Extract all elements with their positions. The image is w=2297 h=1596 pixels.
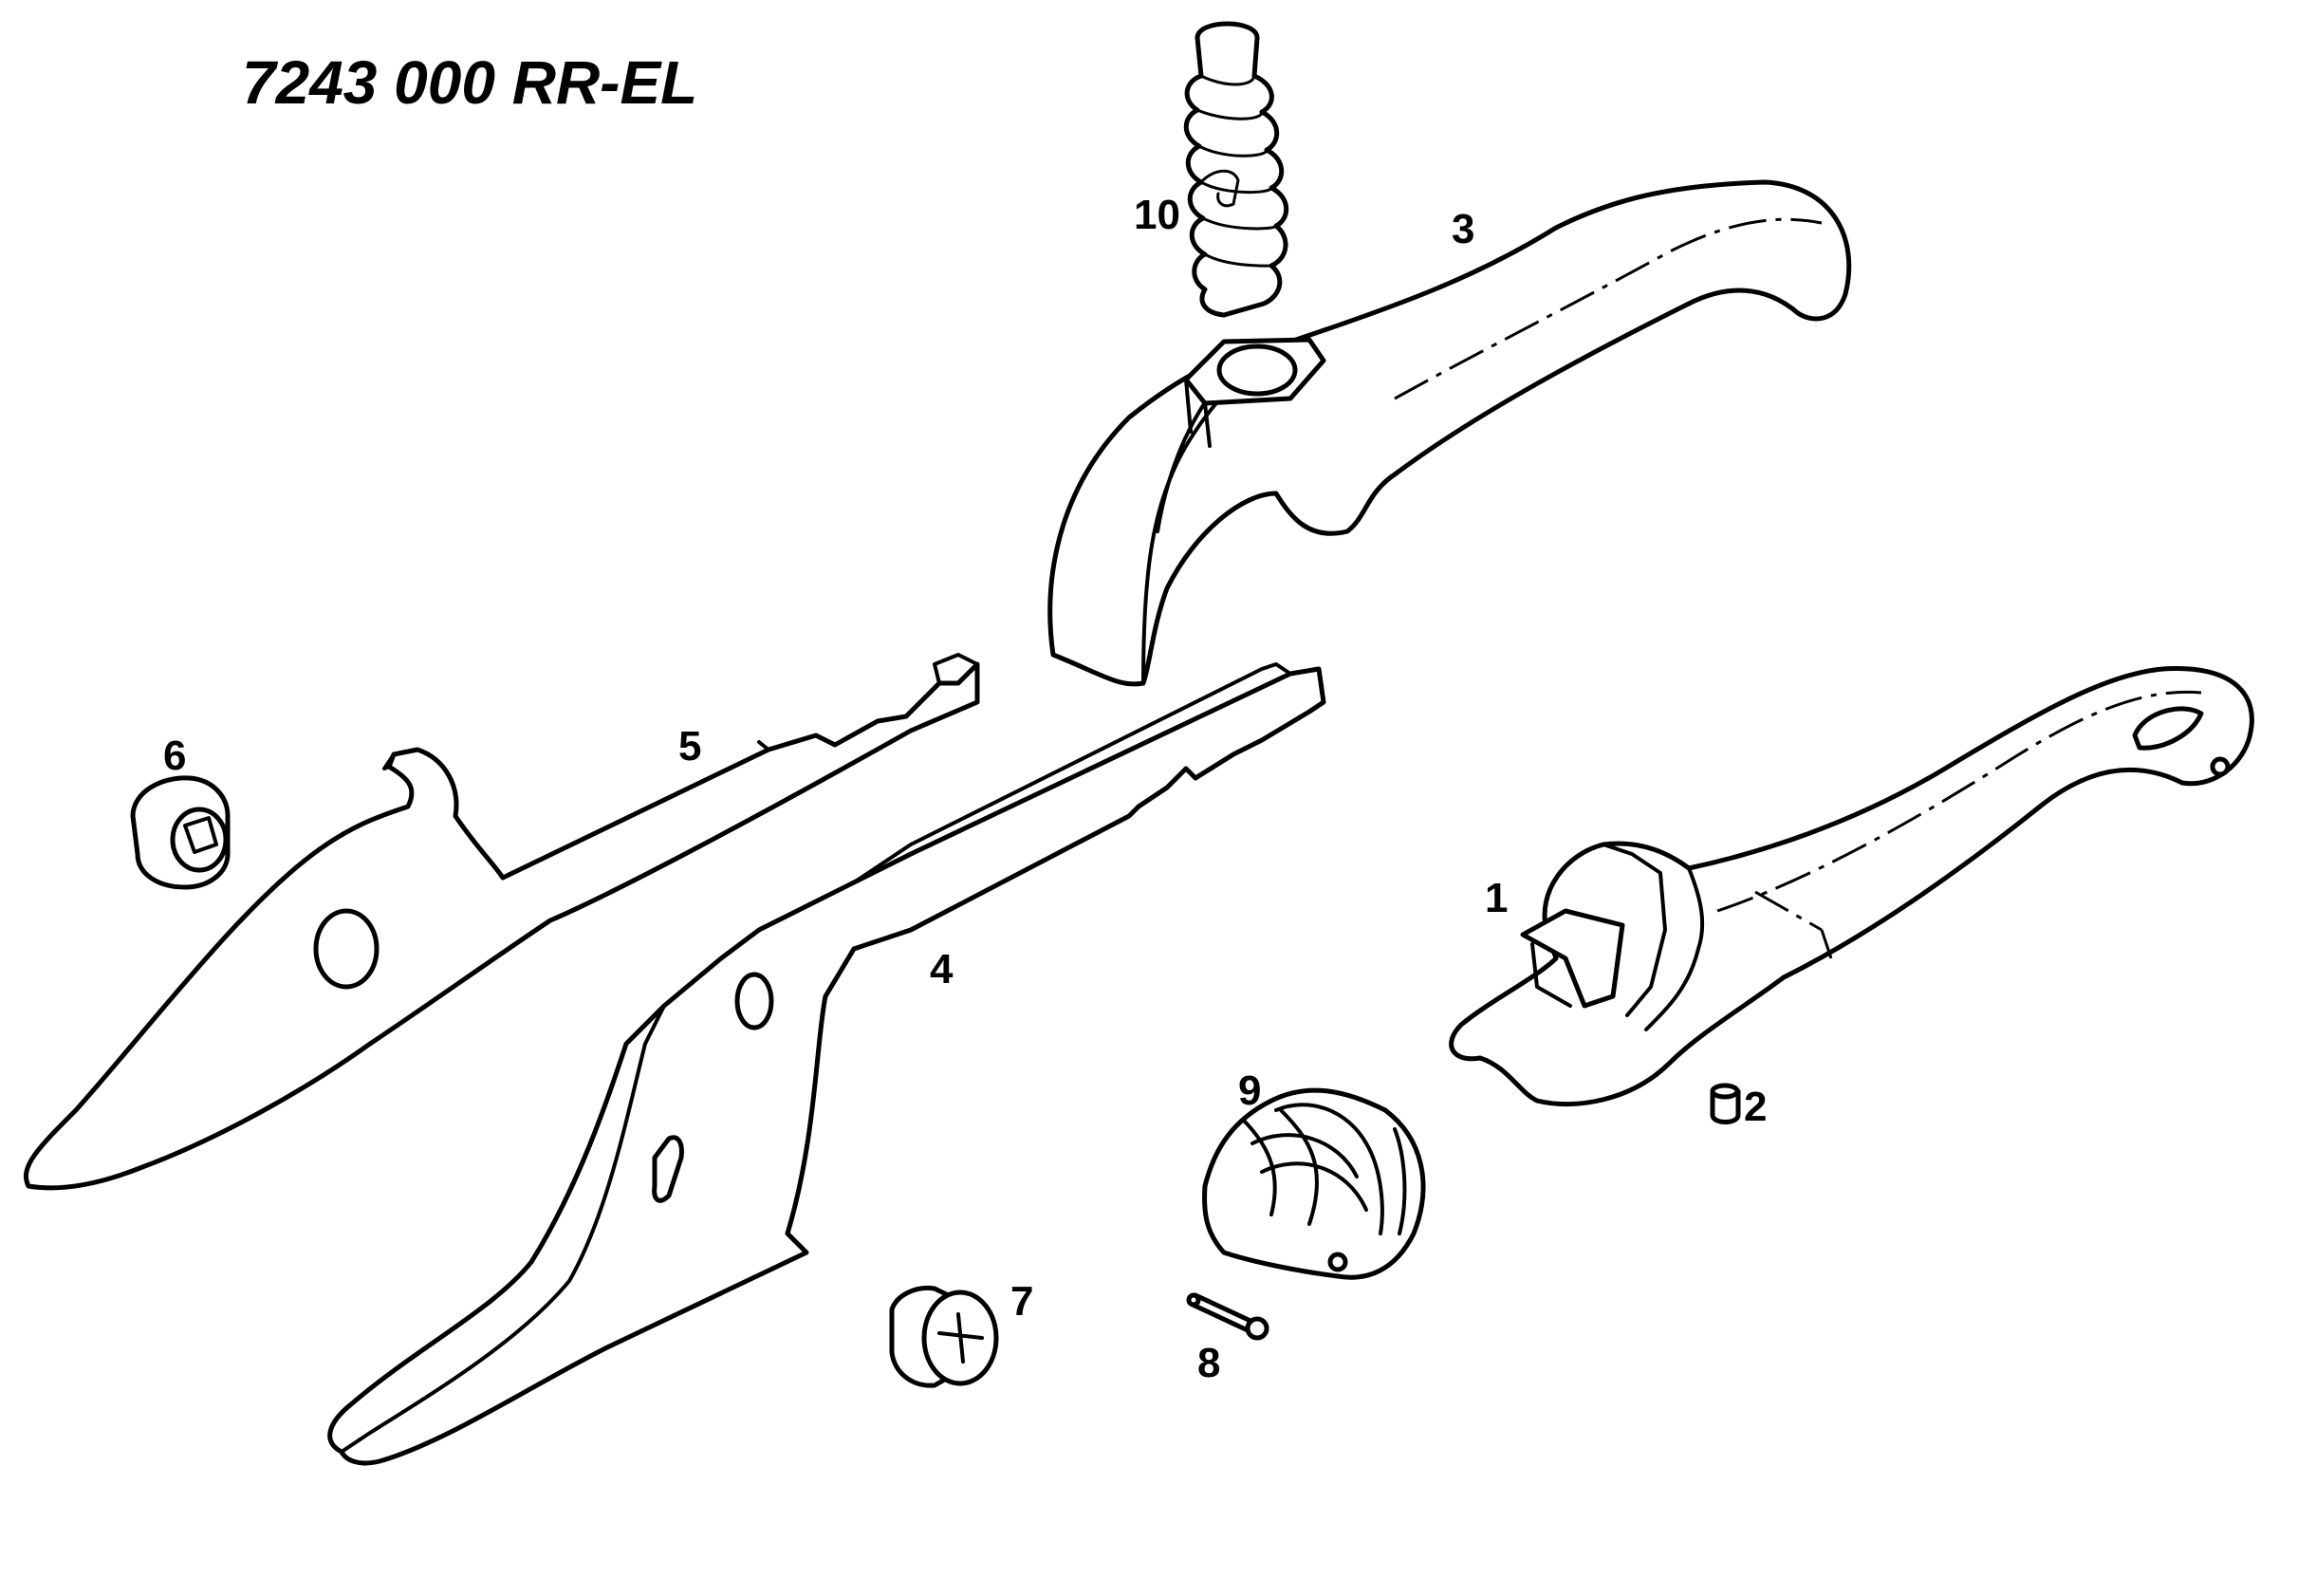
handle-insert-icon	[1449, 665, 2254, 1107]
part-label-9: 9	[1238, 1067, 1262, 1114]
part-label-6: 6	[163, 733, 187, 779]
part-label-2: 2	[1744, 1084, 1768, 1130]
part-label-1: 1	[1485, 875, 1509, 921]
part-label-10: 10	[1134, 192, 1180, 238]
spring-icon	[1183, 21, 1289, 318]
spring-pin-icon	[1186, 1292, 1269, 1341]
pin-icon	[1710, 1083, 1741, 1124]
upper-blade-icon	[23, 653, 980, 1191]
cap-icon	[1202, 1087, 1426, 1280]
part-label-8: 8	[1197, 1340, 1221, 1386]
upper-handle-icon	[1047, 179, 1852, 687]
nut-icon	[130, 775, 231, 890]
part-label-5: 5	[678, 723, 702, 770]
part-label-7: 7	[1010, 1278, 1034, 1325]
part-label-3: 3	[1452, 206, 1475, 252]
diagram-title: 7243 000 RR-EL	[242, 48, 698, 117]
part-label-4: 4	[930, 946, 954, 993]
screw-icon	[889, 1285, 999, 1388]
lower-blade-icon	[327, 662, 1326, 1466]
